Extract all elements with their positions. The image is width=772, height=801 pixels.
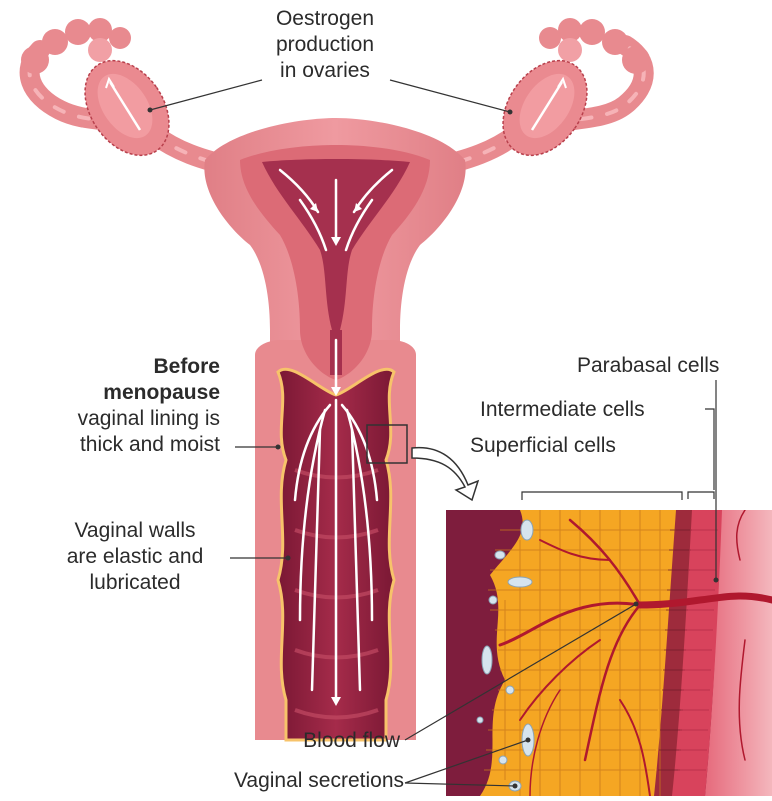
before-menopause-label: Before menopause vaginal lining is thick…: [20, 354, 220, 458]
before-title-line-2: menopause: [20, 380, 220, 406]
vaginal-walls-label: Vaginal walls are elastic and lubricated: [40, 518, 230, 596]
oestrogen-line-1: Oestrogen: [255, 6, 395, 32]
walls-line-2: are elastic and: [40, 544, 230, 570]
walls-line-3: lubricated: [40, 570, 230, 596]
superficial-cells-label: Superficial cells: [470, 433, 616, 459]
oestrogen-label: Oestrogen production in ovaries: [255, 6, 395, 84]
oestrogen-line-2: production: [255, 32, 395, 58]
vaginal-secretions-label: Vaginal secretions: [234, 768, 404, 794]
before-title-line-1: Before: [20, 354, 220, 380]
lining-line-2: thick and moist: [20, 432, 220, 458]
parabasal-cells-label: Parabasal cells: [577, 353, 719, 379]
tissue-inset: [446, 510, 772, 796]
blood-flow-label: Blood flow: [303, 728, 400, 754]
oestrogen-line-3: in ovaries: [255, 58, 395, 84]
arrow-curved-icon: [412, 448, 478, 500]
intermediate-cells-label: Intermediate cells: [480, 397, 645, 423]
lining-line-1: vaginal lining is: [20, 406, 220, 432]
walls-line-1: Vaginal walls: [40, 518, 230, 544]
